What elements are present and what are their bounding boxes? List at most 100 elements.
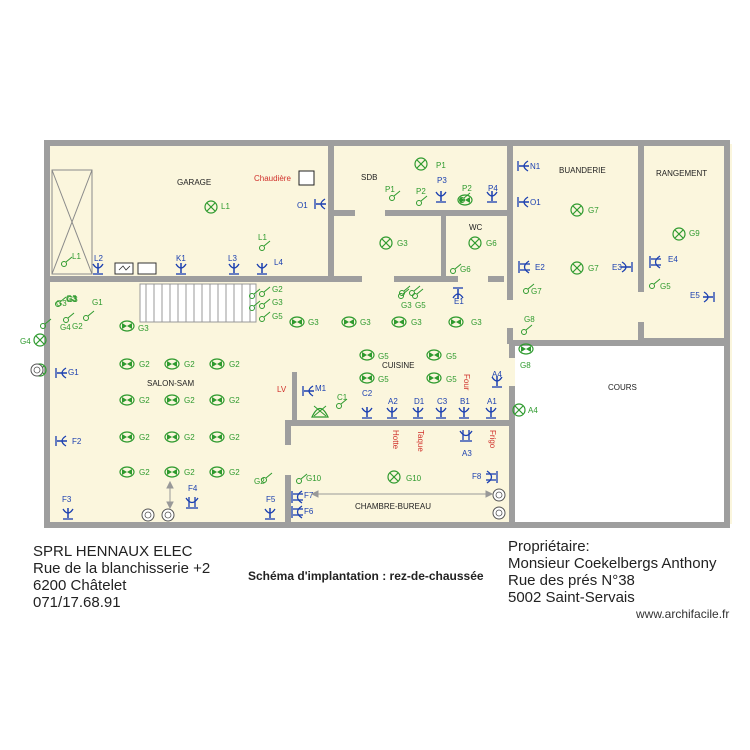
salon-spot-3-spot-icon <box>209 358 225 370</box>
switch-extra-3-switch-icon <box>399 285 411 296</box>
socket-label-o1_garage: O1 <box>297 201 308 210</box>
socket-label-f3: F3 <box>62 495 72 504</box>
room-sdb: SDB <box>361 173 377 182</box>
socket-label-f2: F2 <box>72 437 82 446</box>
socket-l4-socket-icon <box>256 263 268 275</box>
socket-c3-socket-icon <box>435 407 447 419</box>
label-hotte: Hotte <box>391 430 400 450</box>
owner-city: 5002 Saint-Servais <box>508 589 635 606</box>
salon-spot-label-3: G2 <box>229 360 240 369</box>
lamp-label-4: G7 <box>588 206 599 215</box>
switch-extra-2-switch-icon <box>249 300 261 311</box>
socket-k1-socket-icon <box>175 263 187 275</box>
spot-label-7: G5 <box>378 375 389 384</box>
socket-label-p4: P4 <box>488 184 498 193</box>
round-outlet-1-icon <box>141 508 155 522</box>
lamp-label-3: G6 <box>486 239 497 248</box>
salon-spot-9-spot-icon <box>209 431 225 443</box>
salon-spot-10-spot-icon <box>119 466 135 478</box>
lamp-9-lamp-icon <box>512 403 526 417</box>
socket-label-f8: F8 <box>472 472 482 481</box>
switch-17-switch-icon <box>336 398 348 409</box>
socket-f6-double-socket-icon <box>291 505 303 519</box>
lamp-label-7: G4 <box>20 337 31 346</box>
socket-p3-socket-icon <box>435 191 447 203</box>
salon-spot-label-11: G2 <box>184 468 195 477</box>
g8-b-label: G8 <box>520 361 531 370</box>
socket-l2-socket-icon <box>92 263 104 275</box>
salon-spot-4-spot-icon <box>119 394 135 406</box>
salon-spot-label-4: G2 <box>139 396 150 405</box>
switch-label-8: G3 <box>66 294 77 303</box>
socket-c2-socket-icon <box>361 407 373 419</box>
socket-label-b1: B1 <box>460 397 470 406</box>
lamp-label-9: A4 <box>528 406 538 415</box>
switch-extra-1-switch-icon <box>249 288 261 299</box>
lamp-1-lamp-icon <box>414 157 428 171</box>
switch-extra-0-switch-icon <box>40 318 52 329</box>
lamp-label-5: G7 <box>588 264 599 273</box>
appliance-labels: Chaudière LV Four Hotte Taque Frigo <box>254 174 497 452</box>
socket-f4-double-socket-icon <box>185 497 199 509</box>
lamp-0-lamp-icon <box>204 200 218 214</box>
spot-7-spot-icon <box>359 372 375 384</box>
lamp-label-6: G9 <box>689 229 700 238</box>
chambre-arrow <box>310 490 494 498</box>
label-lv: LV <box>277 385 287 394</box>
round-outlet-0-icon <box>30 363 44 377</box>
socket-label-l3: L3 <box>228 254 237 263</box>
switch-label-2: P1 <box>385 185 395 194</box>
socket-label-e3: E3 <box>612 263 622 272</box>
round-outlet-4-icon <box>492 506 506 520</box>
staircase <box>139 283 257 323</box>
socket-e3-socket-icon <box>621 261 633 273</box>
spot-label-1: G3 <box>308 318 319 327</box>
switch-label-18: G2 <box>254 477 265 486</box>
lamp-5-lamp-icon <box>570 261 584 275</box>
room-chambre: CHAMBRE-BUREAU <box>355 502 431 511</box>
g4-left-label: G4 <box>60 323 71 332</box>
switch-label-6: G7 <box>531 287 542 296</box>
socket-label-c2: C2 <box>362 389 373 398</box>
lamp-6-lamp-icon <box>672 227 686 241</box>
socket-a3-double-socket-icon <box>459 430 473 442</box>
salon-spot-6-spot-icon <box>209 394 225 406</box>
lamp-3-lamp-icon <box>468 236 482 250</box>
floor-areas <box>48 144 732 524</box>
salon-spot-1-spot-icon <box>119 358 135 370</box>
socket-label-m1: M1 <box>315 384 327 393</box>
switch-label-19: G10 <box>306 474 322 483</box>
switch-label-12: G3 <box>272 298 283 307</box>
socket-d1-socket-icon <box>412 407 424 419</box>
switch-label-13: G5 <box>272 312 283 321</box>
door-openings <box>285 210 644 475</box>
owner-label: Propriétaire: <box>508 538 590 555</box>
socket-f5-socket-icon <box>264 508 276 520</box>
switch-label-16: G8 <box>524 315 535 324</box>
socket-label-k1: K1 <box>176 254 186 263</box>
socket-p4-socket-icon <box>486 191 498 203</box>
spot-2-spot-icon <box>341 316 357 328</box>
socket-f8-double-socket-icon <box>486 470 498 484</box>
socket-label-o1_buand: O1 <box>530 198 541 207</box>
socket-f2-socket-icon <box>55 435 67 447</box>
socket-label-a1: A1 <box>487 397 497 406</box>
salon-spot-5-spot-icon <box>164 394 180 406</box>
lamp-7-lamp-icon <box>33 333 47 347</box>
lamp-label-2: G3 <box>397 239 408 248</box>
spot-label-5: G5 <box>378 352 389 361</box>
company-phone: 071/17.68.91 <box>33 594 121 611</box>
socket-label-f7: F7 <box>304 491 314 500</box>
room-buanderie: BUANDERIE <box>559 166 606 175</box>
switch-label-1: L1 <box>258 233 267 242</box>
lamp-4-lamp-icon <box>570 203 584 217</box>
lamp-label-1: P1 <box>436 161 446 170</box>
socket-label-f4: F4 <box>188 484 198 493</box>
salon-spot-11-spot-icon <box>164 466 180 478</box>
g8-b-spot-icon <box>518 343 534 355</box>
switch-8-switch-icon <box>55 296 67 307</box>
socket-label-f5: F5 <box>266 495 276 504</box>
socket-label-c3: C3 <box>437 397 448 406</box>
lamp-label-8: G10 <box>406 474 422 483</box>
company-street: Rue de la blanchisserie +2 <box>33 560 211 577</box>
